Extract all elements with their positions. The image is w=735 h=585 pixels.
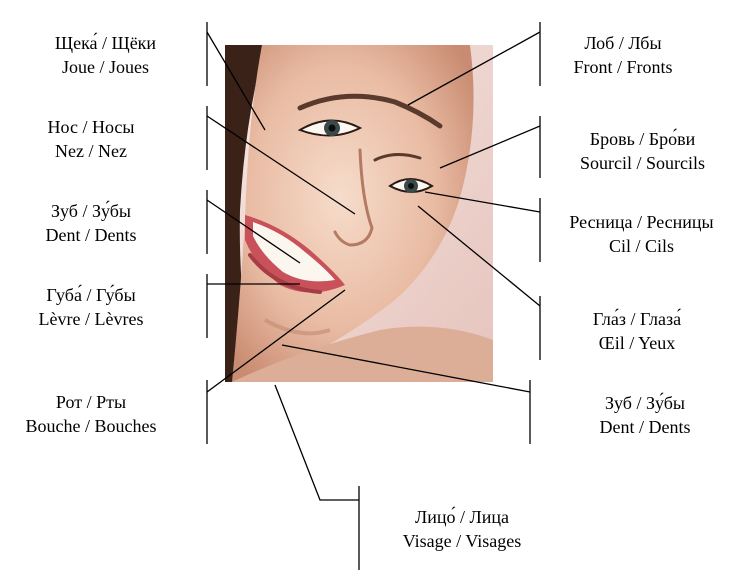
label-eyelash-ru: Ресница / Ресницы <box>569 212 714 232</box>
label-lip-fr: Lèvre / Lèvres <box>38 309 144 329</box>
label-tooth-right-fr: Dent / Dents <box>599 417 691 437</box>
label-face: Лицо́ / Лица Visage / Visages <box>372 505 552 553</box>
label-cheek: Щека́ / Щёки Joue / Joues <box>23 31 188 79</box>
label-mouth-fr: Bouche / Bouches <box>25 416 157 436</box>
label-tooth-left-ru: Зуб / Зу́бы <box>51 201 131 221</box>
label-face-fr: Visage / Visages <box>402 531 522 551</box>
eyebrow-shape <box>297 93 443 129</box>
hair-left <box>225 45 265 382</box>
label-cheek-fr: Joue / Joues <box>62 57 149 77</box>
label-forehead: Лоб / Лбы Front / Fronts <box>548 31 698 79</box>
label-tooth-right: Зуб / Зу́бы Dent / Dents <box>560 391 730 439</box>
label-nose: Нос / Носы Nez / Nez <box>0 115 182 163</box>
label-tooth-left: Зуб / Зу́бы Dent / Dents <box>0 199 182 247</box>
label-mouth-ru: Рот / Рты <box>55 392 127 412</box>
label-nose-fr: Nez / Nez <box>55 141 127 161</box>
label-eye-ru: Гла́з / Глаза́ <box>592 309 682 329</box>
label-eye: Гла́з / Глаза́ Œil / Yeux <box>562 307 712 355</box>
label-tooth-right-ru: Зуб / Зу́бы <box>605 393 685 413</box>
leader-lines <box>206 22 541 570</box>
face-photo <box>225 45 493 382</box>
label-tooth-left-fr: Dent / Dents <box>45 225 137 245</box>
label-forehead-ru: Лоб / Лбы <box>584 33 662 53</box>
neck <box>232 326 493 382</box>
label-face-ru: Лицо́ / Лица <box>415 507 509 527</box>
label-forehead-fr: Front / Fronts <box>573 57 673 77</box>
label-lip: Губа́ / Гу́бы Lèvre / Lèvres <box>0 283 182 331</box>
teeth-shape <box>253 222 335 282</box>
label-cheek-ru: Щека́ / Щёки <box>54 33 157 53</box>
label-eyelash-fr: Cil / Cils <box>608 236 675 256</box>
label-eyelash: Ресница / Ресницы Cil / Cils <box>548 210 735 258</box>
label-mouth: Рот / Рты Bouche / Bouches <box>0 390 182 438</box>
label-eyebrow: Бровь / Бро́ви Sourcil / Sourcils <box>555 127 730 175</box>
label-lip-ru: Губа́ / Гу́бы <box>46 285 136 305</box>
label-eye-fr: Œil / Yeux <box>598 333 676 353</box>
face-skin <box>232 45 474 382</box>
label-eyebrow-ru: Бровь / Бро́ви <box>589 129 696 149</box>
label-eyebrow-fr: Sourcil / Sourcils <box>580 153 705 173</box>
label-nose-ru: Нос / Носы <box>47 117 135 137</box>
nose-shape <box>333 148 374 247</box>
